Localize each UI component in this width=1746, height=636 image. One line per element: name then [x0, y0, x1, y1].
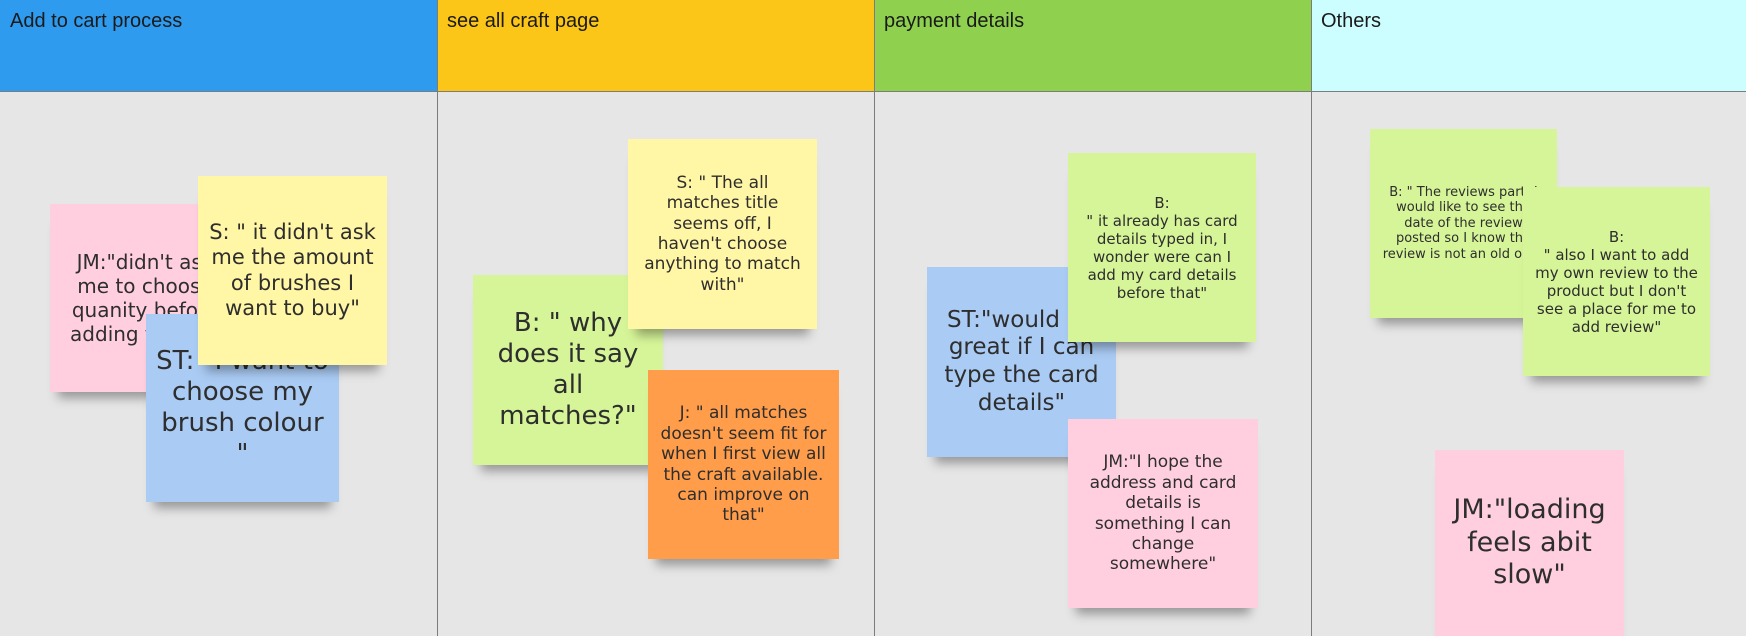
- column-divider: [1311, 0, 1312, 636]
- sticky-note-pay-jm[interactable]: JM:"I hope the address and card details …: [1068, 419, 1258, 608]
- column-title: payment details: [884, 10, 1025, 32]
- sticky-note-craft-j[interactable]: J: " all matches doesn't seem fit for wh…: [648, 370, 839, 559]
- sticky-note-craft-b[interactable]: B: " why does it say all matches?": [473, 275, 663, 465]
- column-header-add-to-cart[interactable]: Add to cart process: [0, 0, 437, 92]
- column-divider: [437, 0, 438, 636]
- column-divider: [874, 0, 875, 636]
- column-header-others[interactable]: Others: [1311, 0, 1746, 92]
- column-title: Add to cart process: [10, 10, 183, 32]
- sticky-note-craft-s[interactable]: S: " The all matches title seems off, I …: [628, 139, 817, 329]
- sticky-note-others-b-add-review[interactable]: B: " also I want to add my own review to…: [1523, 187, 1710, 376]
- column-header-payment-details[interactable]: payment details: [874, 0, 1311, 92]
- sticky-note-pay-b[interactable]: B: " it already has card details typed i…: [1068, 153, 1256, 342]
- sticky-note-others-jm[interactable]: JM:"loading feels abit slow": [1435, 450, 1624, 636]
- sticky-note-cart-s[interactable]: S: " it didn't ask me the amount of brus…: [198, 176, 387, 365]
- column-title: Others: [1321, 10, 1382, 32]
- column-header-see-all-craft[interactable]: see all craft page: [437, 0, 874, 92]
- column-title: see all craft page: [447, 10, 600, 32]
